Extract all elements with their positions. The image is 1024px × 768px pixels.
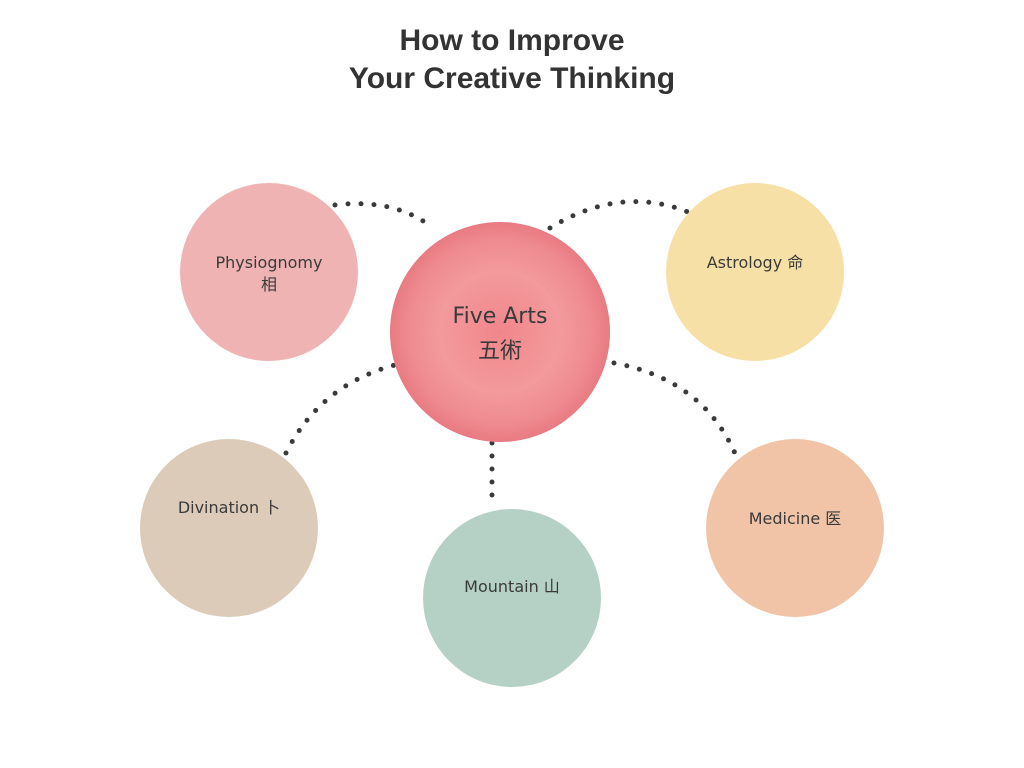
- node-circle: [706, 439, 884, 617]
- connector-astrology: [547, 199, 691, 231]
- node-astrology: Astrology 命: [666, 183, 844, 361]
- node-label: Divination 卜: [178, 498, 280, 517]
- center-circle: [390, 222, 610, 442]
- title-line-1: How to Improve: [399, 24, 625, 57]
- center-label-cjk: 五術: [478, 339, 522, 364]
- connector-divination: [283, 362, 398, 456]
- node-circle: [423, 509, 601, 687]
- node-divination: Divination 卜: [140, 439, 318, 617]
- node-circle: [666, 183, 844, 361]
- node-label: Physiognomy: [216, 253, 323, 272]
- diagram-title: How to Improve Your Creative Thinking: [0, 22, 1024, 98]
- node-medicine: Medicine 医: [706, 439, 884, 617]
- node-circle: [140, 439, 318, 617]
- node-label: Mountain 山: [464, 577, 560, 596]
- node-label-cjk: 相: [261, 275, 277, 294]
- title-line-2: Your Creative Thinking: [348, 62, 676, 95]
- center-label: Five Arts: [453, 304, 548, 329]
- connector-physiognomy: [332, 201, 436, 231]
- node-label: Medicine 医: [749, 509, 842, 528]
- node-mountain: Mountain 山: [423, 509, 601, 687]
- node-circle: [180, 183, 358, 361]
- node-label: Astrology 命: [707, 253, 804, 272]
- connector-medicine: [611, 360, 740, 461]
- center-node: Five Arts 五術: [390, 222, 610, 442]
- node-physiognomy: Physiognomy 相: [180, 183, 358, 361]
